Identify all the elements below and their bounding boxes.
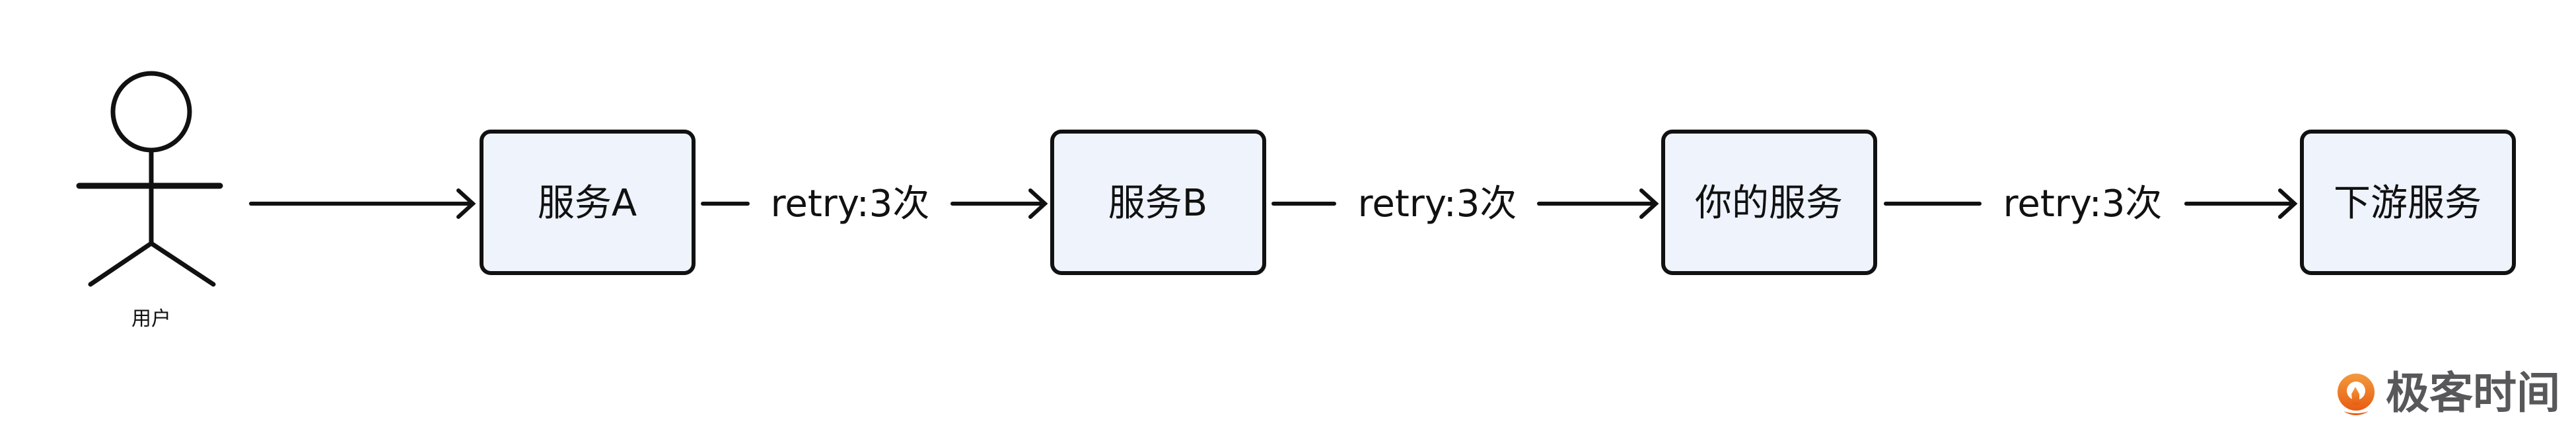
edge-a-to-b: retry:3次 [701,182,1048,225]
logo-mark-icon [2338,374,2375,415]
service-label: 服务B [1108,182,1207,225]
geektime-logo: 极客时间 [2338,368,2560,419]
service-label: 下游服务 [2334,182,2482,225]
edge-label: retry:3次 [1358,182,1517,225]
arrow-user-to-service-a [249,188,476,219]
service-label: 你的服务 [1695,182,1843,225]
actor-label: 用户 [131,307,171,331]
edge-b-to-yours: retry:3次 [1271,182,1659,225]
service-box-b: 服务B [1050,130,1266,275]
service-box-yours: 你的服务 [1661,130,1877,275]
service-label: 服务A [538,182,637,225]
edge-label: retry:3次 [2003,182,2163,225]
logo-text: 极客时间 [2386,368,2560,419]
user-actor-icon [76,71,223,287]
service-box-downstream: 下游服务 [2300,130,2516,275]
edge-label: retry:3次 [771,182,930,225]
edge-yours-to-downstream: retry:3次 [1884,182,2298,225]
service-box-a: 服务A [480,130,696,275]
